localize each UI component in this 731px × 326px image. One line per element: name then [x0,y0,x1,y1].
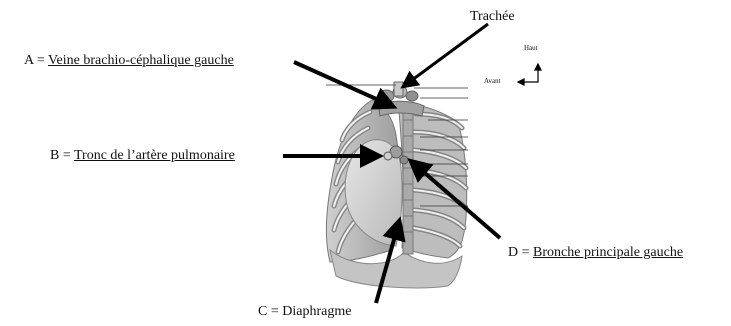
label-d-prefix: D = [508,245,533,260]
label-b-name: Tronc de l’artère pulmonaire [74,148,235,163]
label-trachea: Trachée [470,9,515,25]
arrow-trachea [404,24,488,86]
orientation-front-label: Avant [484,77,501,85]
label-a: A = Veine brachio-céphalique gauche [24,53,234,69]
label-c: C = Diaphragme [258,304,351,320]
label-b-prefix: B = [50,148,74,163]
label-d-name: Bronche principale gauche [533,245,683,260]
label-a-prefix: A = [24,53,48,68]
arrow-c [376,222,399,303]
orientation-indicator [518,64,541,85]
label-a-name: Veine brachio-céphalique gauche [48,53,234,68]
orientation-up-label: Haut [524,44,538,52]
label-d: D = Bronche principale gauche [508,245,683,261]
arrow-d [412,162,500,238]
label-b: B = Tronc de l’artère pulmonaire [50,148,235,164]
arrow-a [294,62,392,106]
